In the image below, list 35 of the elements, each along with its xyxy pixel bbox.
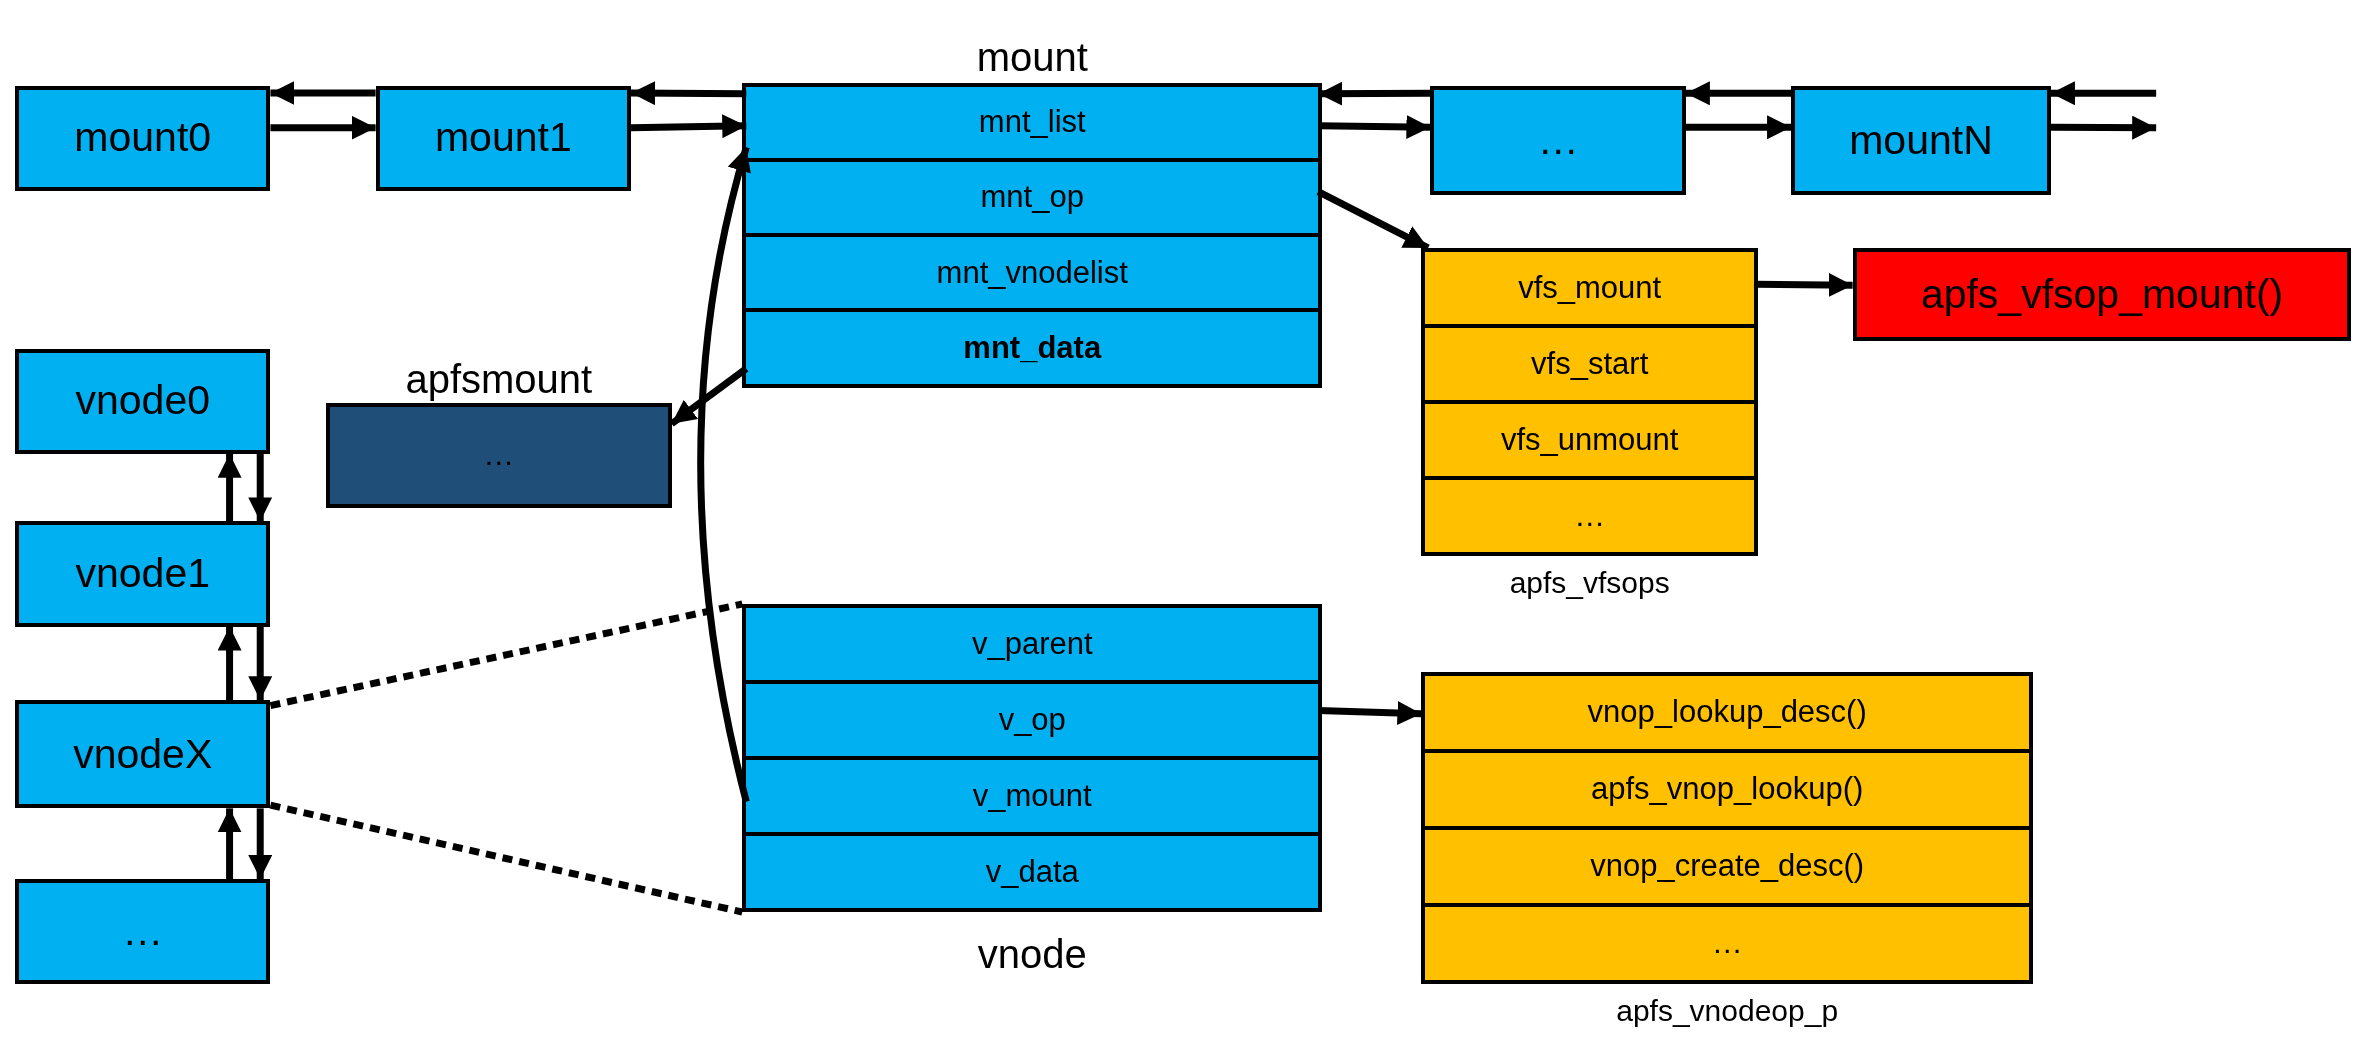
arrow [1685, 81, 1792, 106]
list-node-box: apfs_vfsop_mount() [1852, 247, 2352, 342]
arrow [270, 81, 376, 105]
list-node-box: vnode1 [15, 521, 271, 627]
arrow [669, 365, 749, 427]
arrow [631, 81, 747, 106]
struct-title: apfs_vnodeop_p [1616, 996, 1839, 1027]
arrow [1753, 272, 1853, 297]
list-node-box: vnode0 [15, 348, 271, 454]
list-node-box: … [15, 879, 271, 985]
data-box: … [326, 402, 672, 508]
arrow [631, 114, 747, 139]
dashed-line [269, 600, 743, 710]
arrow [217, 808, 242, 879]
arrow [1685, 115, 1792, 140]
struct-title: apfsmount [405, 358, 593, 399]
list-node-box: … [1430, 85, 1686, 196]
list-node-box: mount1 [375, 85, 632, 191]
arrow [217, 626, 242, 701]
arrow [697, 146, 752, 803]
struct-title: apfs_vfsops [1509, 567, 1670, 598]
struct-title: mount [976, 36, 1088, 77]
arrow [248, 453, 273, 522]
list-node-box: mount0 [15, 85, 271, 191]
struct-title: vnode [977, 934, 1087, 975]
list-node-box: mountN [1791, 85, 2051, 196]
arrow [248, 808, 273, 879]
arrow [248, 626, 273, 701]
arrow [270, 115, 376, 140]
arrow [217, 453, 242, 522]
dashed-line [269, 801, 743, 916]
arrow [2050, 81, 2157, 106]
arrow [2050, 115, 2157, 140]
list-node-box: vnodeX [15, 700, 271, 809]
arrow [1316, 188, 1430, 252]
